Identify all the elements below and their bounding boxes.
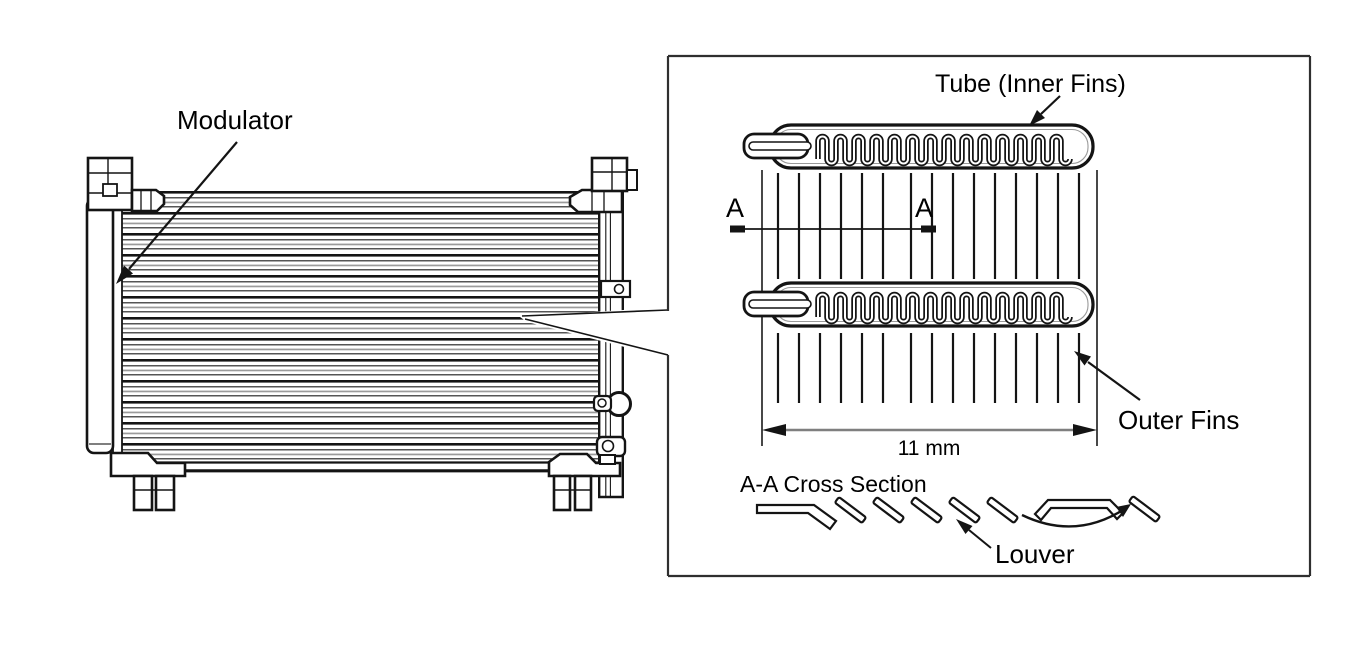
modulator-arrow-shaft: [128, 141, 238, 270]
louver-blade-2: [872, 496, 905, 524]
outer-fins-arrow-icon: [1074, 351, 1091, 366]
modulator-callout: Modulator: [116, 105, 293, 284]
dimension-11mm: 11 mm: [762, 424, 1097, 460]
tube-arrow-icon: [1029, 110, 1045, 126]
louver-blade-6: [1128, 495, 1161, 523]
airflow-arrow-icon: [1116, 504, 1131, 517]
louver-blade-4: [948, 496, 981, 524]
bottom-left-foot: [109, 451, 187, 512]
airflow-arc: [1021, 506, 1127, 528]
modulator-tube: [85, 197, 115, 455]
condenser-core: [122, 190, 598, 461]
dimension-arrow-right-icon: [1073, 424, 1097, 436]
fin-flat-segment: [755, 503, 838, 531]
condenser-main-view: Modulator: [85, 105, 638, 512]
tube-top: [742, 123, 1095, 170]
section-marker-a-left: A: [726, 193, 744, 223]
modulator-side-plate: [112, 203, 123, 462]
louver-label: Louver: [995, 539, 1075, 569]
modulator-label: Modulator: [177, 105, 293, 135]
top-left-bracket: [86, 156, 166, 213]
cross-section-view: A-A Cross Section Louver: [740, 471, 1161, 569]
detail-box-border: [666, 54, 1312, 578]
tube-label: Tube (Inner Fins): [935, 70, 1126, 98]
modulator-arrow-icon: [116, 265, 133, 284]
bolt-tab: [599, 279, 632, 299]
cross-section-title: A-A Cross Section: [740, 471, 927, 497]
louver-arrow-icon: [956, 519, 973, 534]
dimension-value: 11 mm: [898, 437, 961, 460]
louver-blade-1: [834, 496, 867, 524]
louver-blade-3: [910, 496, 943, 524]
tube-arrow-shaft: [1040, 95, 1061, 115]
louver-turnaround-bridge: [1033, 498, 1125, 522]
louver-arrow-shaft: [968, 529, 992, 549]
outer-fins-arrow-shaft: [1087, 361, 1141, 401]
section-marker-a-right: A: [915, 193, 933, 223]
outer-fins-callout: Outer Fins: [1074, 351, 1239, 435]
modulator-assembly: [85, 197, 123, 462]
outer-fins-lower: [776, 333, 1081, 403]
louver-blade-5: [986, 496, 1019, 524]
tube-bottom: [744, 283, 1093, 326]
zoom-callout-wedge: [520, 307, 669, 358]
tube-callout: Tube (Inner Fins): [935, 70, 1126, 126]
section-line-a-a: A A: [726, 193, 936, 233]
lower-fitting: [595, 435, 627, 458]
outer-fins-label: Outer Fins: [1118, 405, 1239, 435]
header-fittings: [592, 279, 632, 465]
dimension-arrow-left-icon: [762, 424, 786, 436]
detail-view: A A 11 mm Tube (Inner Fins) Outer Fins: [666, 54, 1312, 578]
top-right-bracket: [568, 156, 638, 214]
